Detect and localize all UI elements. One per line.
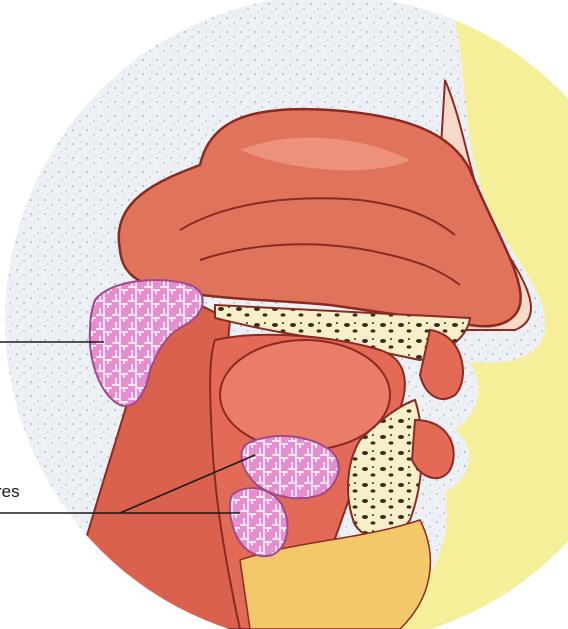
gland-label-lower: res: [0, 483, 20, 500]
tongue: [220, 340, 390, 450]
